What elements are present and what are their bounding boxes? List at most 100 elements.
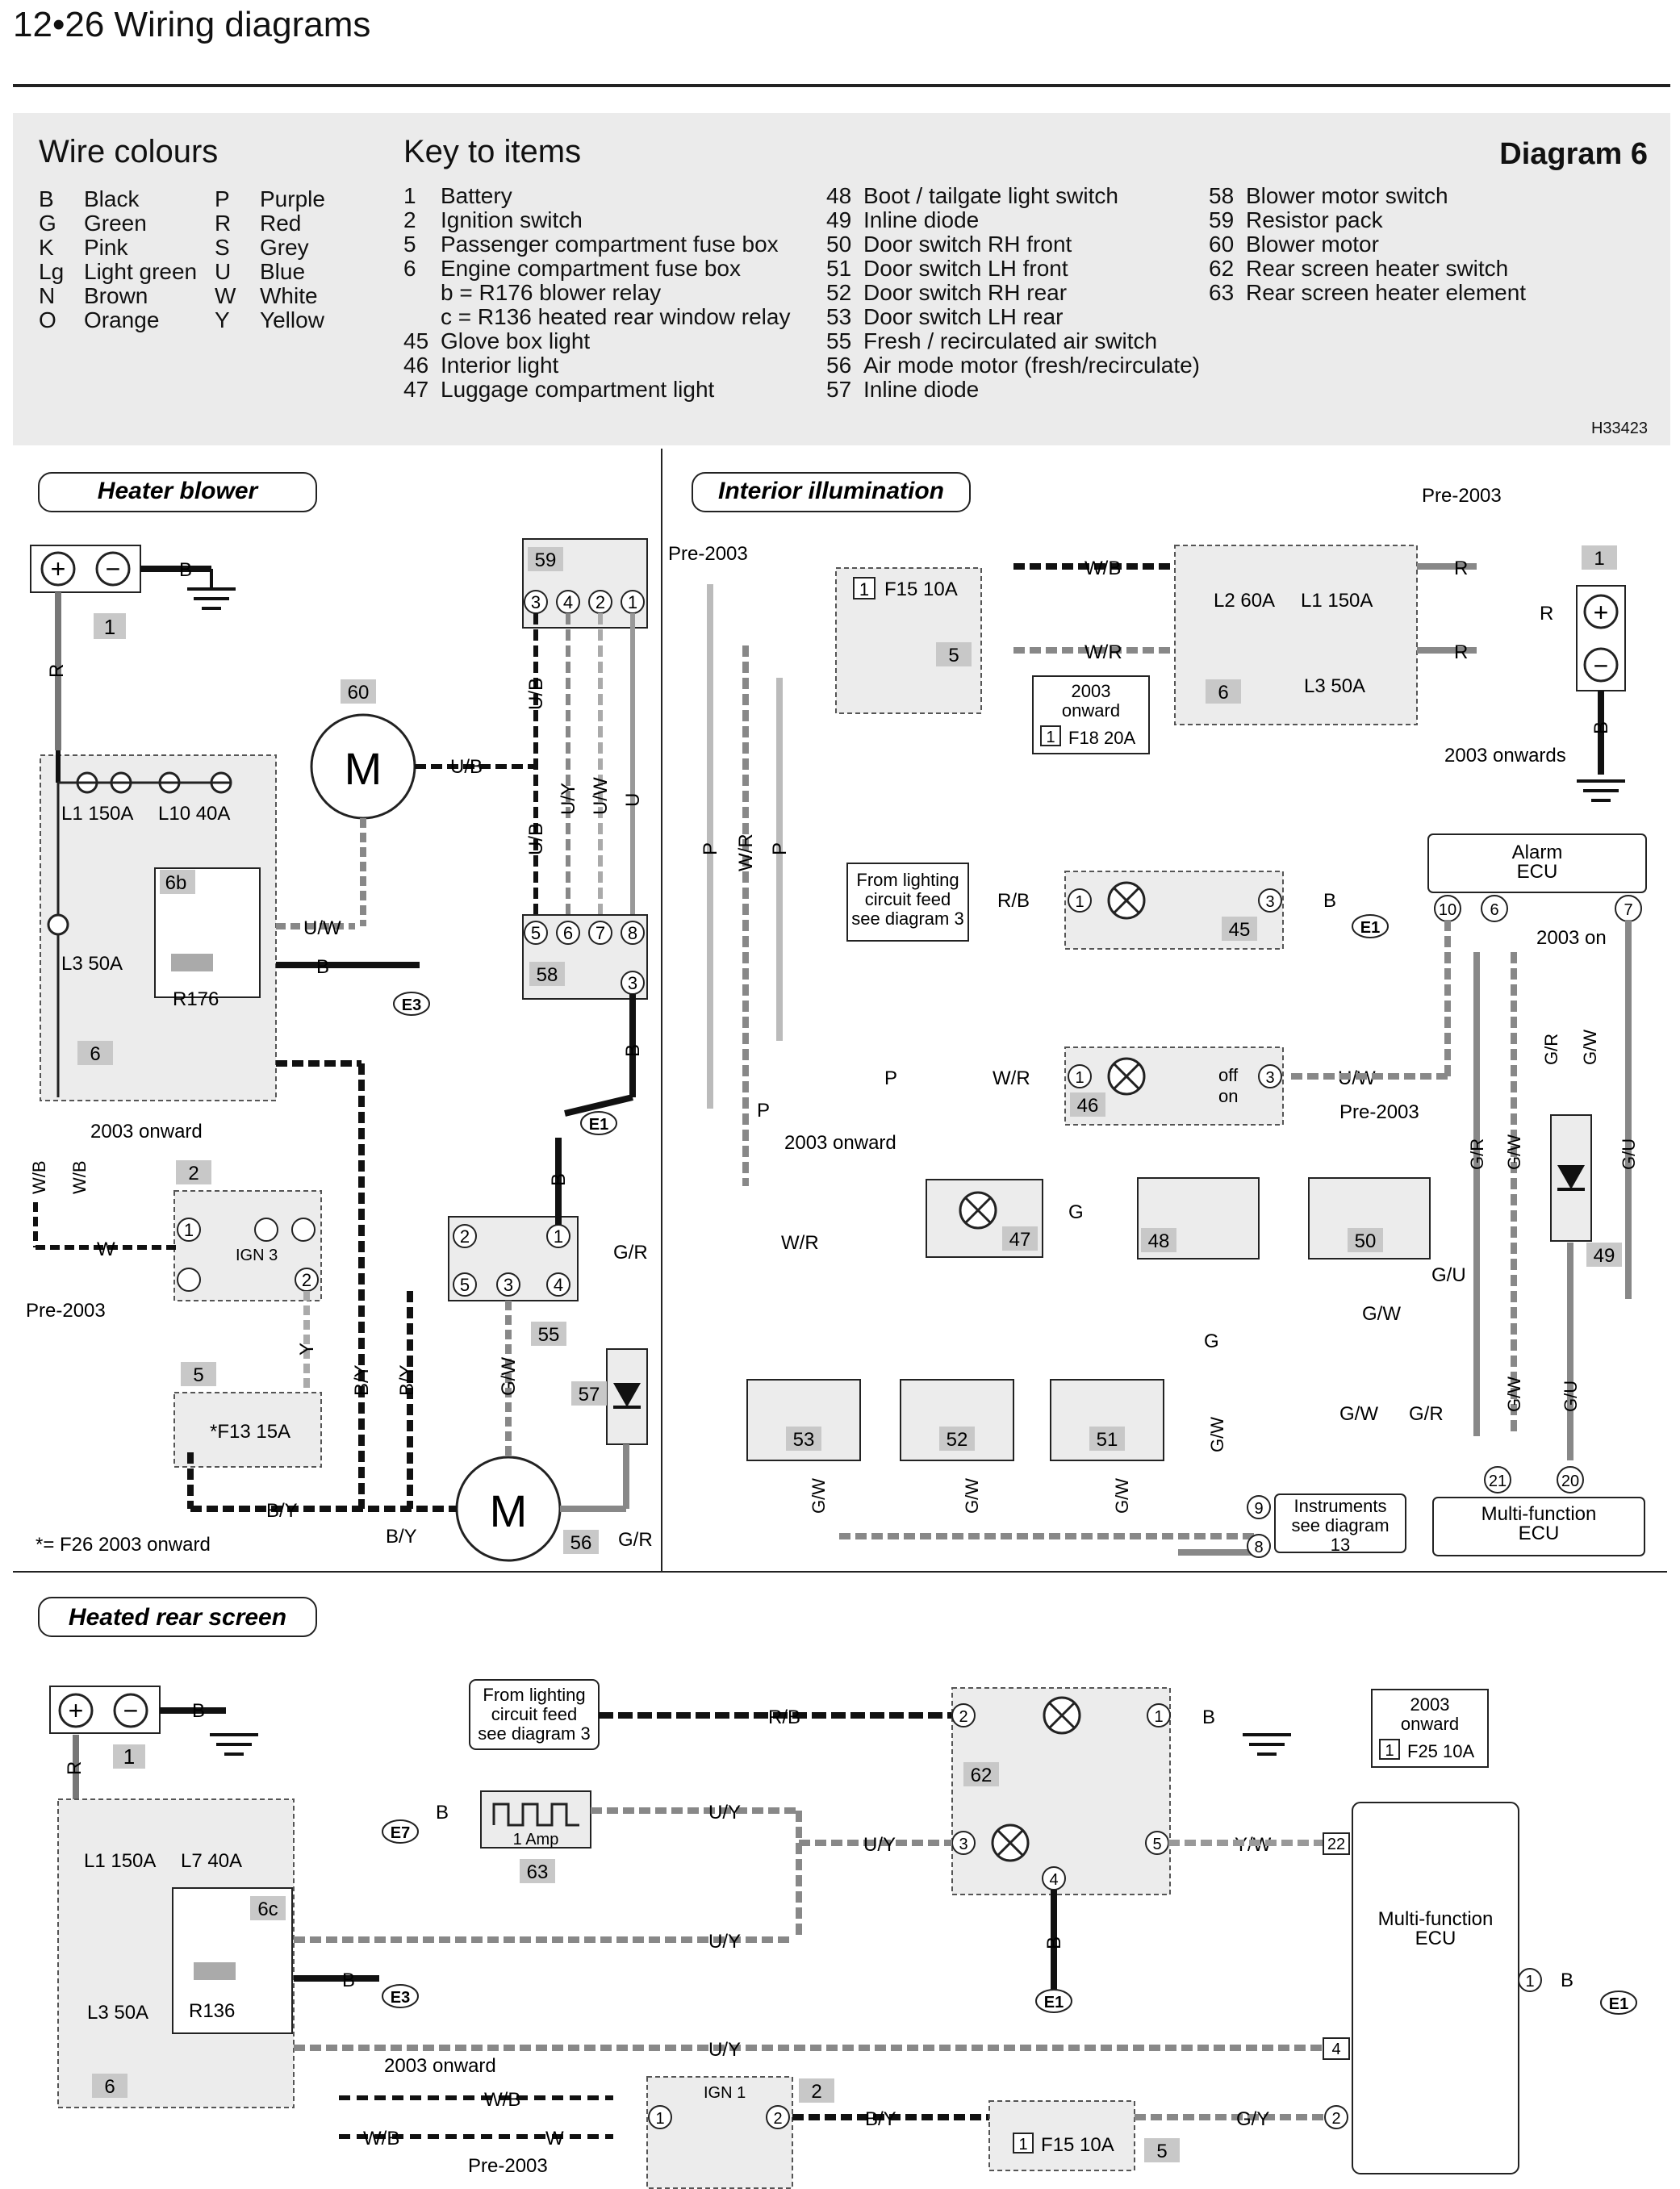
svg-text:Pre-2003: Pre-2003 — [468, 2155, 548, 2177]
svg-text:L10 40A: L10 40A — [158, 803, 230, 825]
svg-text:G/W: G/W — [1504, 1134, 1524, 1170]
mf-ecu-interior — [1432, 1497, 1645, 1556]
svg-text:P: P — [700, 842, 721, 855]
svg-text:Pre-2003: Pre-2003 — [1339, 1101, 1419, 1123]
svg-text:1: 1 — [1075, 1069, 1084, 1087]
svg-text:22: 22 — [1327, 1836, 1345, 1853]
svg-text:IGN 3: IGN 3 — [236, 1247, 278, 1264]
svg-text:B: B — [1561, 1970, 1573, 1991]
svg-text:R: R — [64, 1761, 86, 1775]
svg-text:G: G — [1068, 1201, 1084, 1223]
svg-text:6: 6 — [1490, 901, 1498, 919]
key-panel — [13, 113, 1670, 445]
svg-text:E3: E3 — [402, 996, 421, 1014]
svg-text:46: 46 — [1077, 1095, 1099, 1117]
reference-code: H33423 — [1590, 420, 1648, 437]
svg-text:U: U — [622, 793, 644, 807]
svg-text:8: 8 — [1254, 1539, 1263, 1556]
svg-text:B: B — [342, 1970, 355, 1991]
svg-text:Multi-function: Multi-function — [1481, 1503, 1597, 1525]
svg-text:6: 6 — [90, 1043, 100, 1065]
svg-text:G/W: G/W — [809, 1478, 829, 1514]
svg-text:−: − — [1594, 651, 1609, 680]
svg-text:U/B: U/B — [525, 823, 547, 855]
svg-text:21: 21 — [1489, 1473, 1507, 1490]
svg-text:see diagram 3: see diagram 3 — [478, 1723, 590, 1744]
heater-blower-circuit: + − 1 B R L1 150A L10 40A L3 50A 6b R176… — [26, 538, 653, 1562]
svg-text:G/U: G/U — [1561, 1381, 1581, 1412]
wire-colours-heading: Wire colours — [39, 134, 219, 169]
svg-text:2003 on: 2003 on — [1536, 927, 1607, 949]
svg-text:U/B: U/B — [450, 756, 483, 778]
svg-text:G: G — [1204, 1331, 1219, 1352]
svg-text:L3 50A: L3 50A — [61, 953, 123, 975]
svg-text:56: 56 — [570, 1532, 592, 1554]
svg-text:6b: 6b — [165, 872, 187, 894]
svg-text:R: R — [46, 664, 68, 678]
svg-text:IGN 1: IGN 1 — [704, 2084, 746, 2102]
svg-text:B: B — [1590, 721, 1612, 734]
svg-text:2: 2 — [188, 1163, 199, 1184]
svg-text:G/W: G/W — [1339, 1403, 1378, 1425]
svg-text:F25 10A: F25 10A — [1407, 1741, 1474, 1761]
svg-text:49: 49 — [1594, 1245, 1615, 1267]
svg-text:+: + — [1594, 598, 1609, 627]
svg-text:47: 47 — [1009, 1229, 1031, 1251]
svg-text:1: 1 — [1046, 729, 1055, 746]
svg-text:Heater blower: Heater blower — [98, 478, 260, 504]
svg-text:58: 58 — [537, 964, 558, 986]
svg-text:U/Y: U/Y — [708, 1931, 741, 1953]
svg-text:W/R: W/R — [993, 1067, 1030, 1089]
svg-text:4: 4 — [563, 592, 573, 612]
svg-text:5: 5 — [1152, 1836, 1161, 1853]
svg-text:R: R — [1540, 603, 1553, 625]
svg-text:1: 1 — [1385, 1742, 1394, 1760]
svg-text:off: off — [1218, 1065, 1239, 1085]
svg-text:G/W: G/W — [1207, 1417, 1227, 1452]
svg-text:F15 10A: F15 10A — [1041, 2134, 1114, 2156]
panel-title-heater-blower: Heater blower — [38, 472, 317, 512]
svg-text:U/B: U/B — [525, 678, 547, 710]
svg-text:R176: R176 — [173, 988, 219, 1010]
svg-text:−: − — [106, 554, 121, 583]
svg-text:1 Amp: 1 Amp — [513, 1831, 559, 1849]
svg-text:3: 3 — [1265, 893, 1274, 911]
svg-text:7: 7 — [1624, 901, 1632, 919]
interior-illumination-circuit: Pre-2003 Pre-2003 1 F15 10A 5 2003 onwar… — [668, 485, 1647, 1558]
svg-text:13: 13 — [1331, 1535, 1350, 1555]
svg-text:5: 5 — [1156, 2141, 1167, 2162]
svg-text:G/U: G/U — [1619, 1138, 1639, 1170]
svg-text:R136: R136 — [189, 2000, 235, 2022]
svg-text:P: P — [757, 1100, 770, 1122]
svg-text:3: 3 — [959, 1836, 967, 1853]
svg-text:60: 60 — [348, 682, 370, 704]
svg-text:3: 3 — [628, 973, 637, 993]
svg-text:B: B — [1043, 1936, 1065, 1949]
earth-E1-interior: E1 — [1352, 914, 1389, 938]
svg-text:6: 6 — [104, 2076, 115, 2098]
svg-text:U/W: U/W — [303, 917, 341, 939]
svg-text:20: 20 — [1561, 1473, 1579, 1490]
svg-text:L7 40A: L7 40A — [181, 1850, 242, 1872]
svg-text:2003: 2003 — [1410, 1694, 1450, 1715]
svg-text:50: 50 — [1355, 1230, 1377, 1252]
svg-text:Pre-2003: Pre-2003 — [1422, 485, 1502, 507]
svg-text:4: 4 — [554, 1275, 563, 1295]
svg-text:W/B: W/B — [484, 2089, 520, 2111]
earth-E1-heater: E1 — [580, 1111, 617, 1135]
svg-text:6: 6 — [563, 923, 573, 943]
